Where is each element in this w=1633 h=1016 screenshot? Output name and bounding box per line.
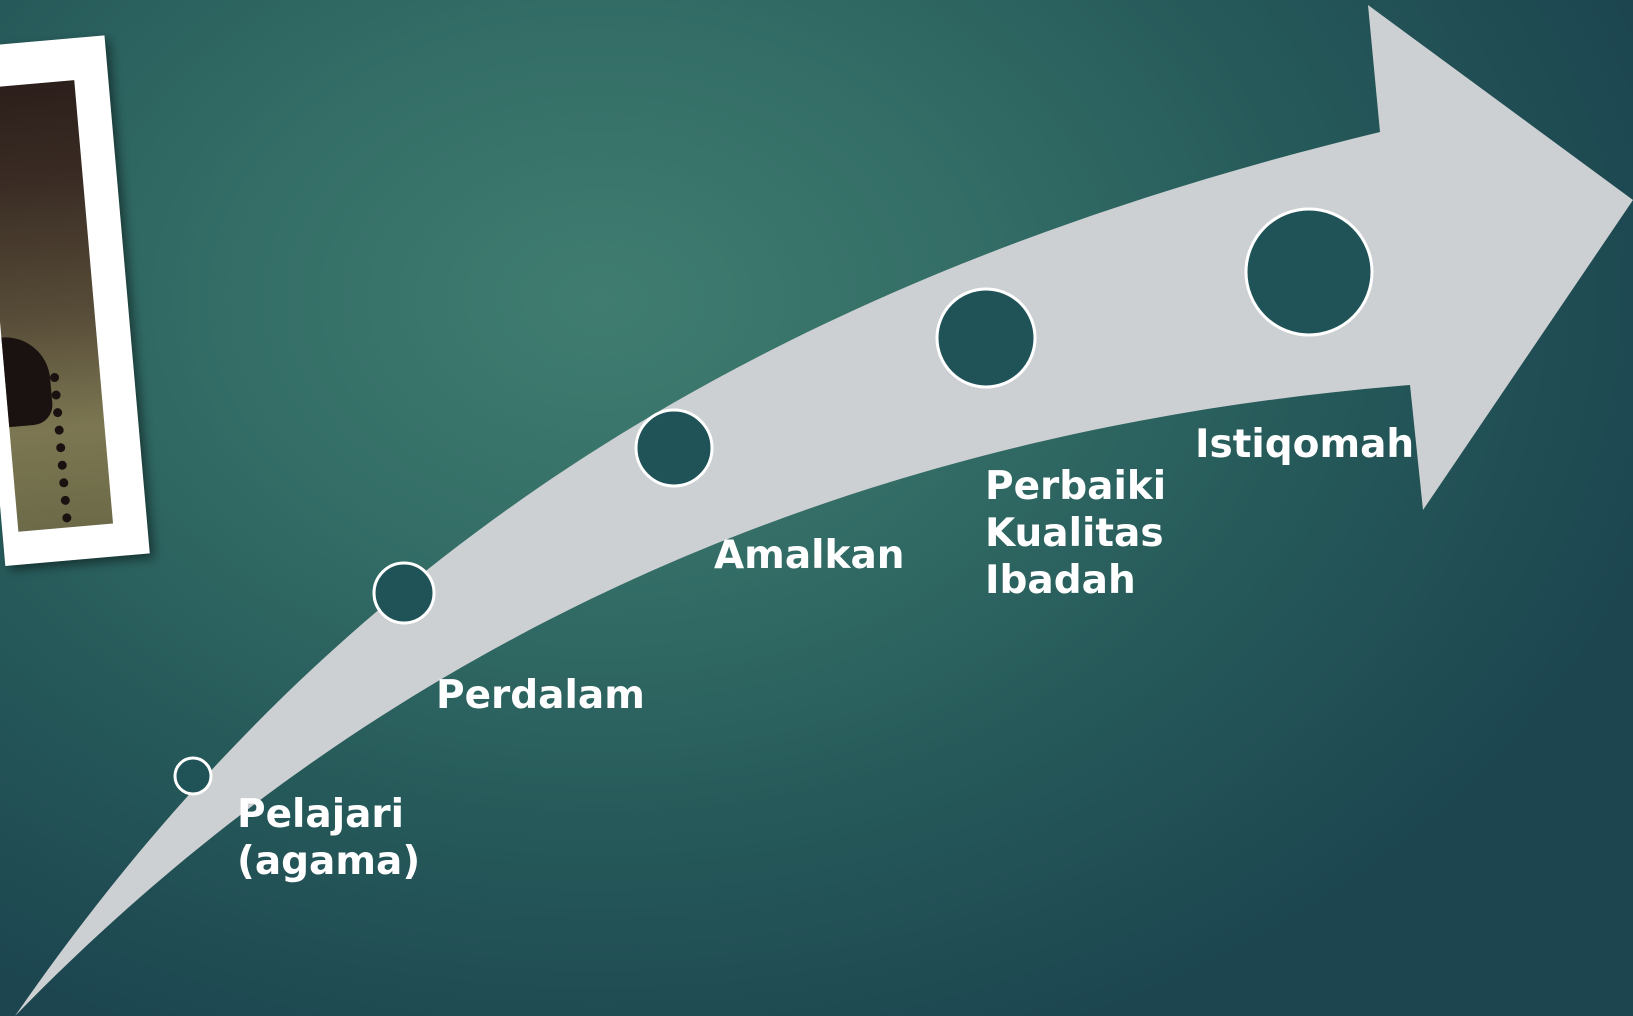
step-label-istiqomah: Istiqomah (1195, 421, 1414, 468)
step-label-pelajari: Pelajari (agama) (237, 791, 420, 885)
step-marker-1 (175, 758, 211, 794)
step-label-perbaiki: Perbaiki Kualitas Ibadah (985, 463, 1166, 604)
step-marker-4 (937, 289, 1035, 387)
step-label-perdalam: Perdalam (436, 672, 645, 719)
step-label-amalkan: Amalkan (714, 532, 905, 579)
step-marker-3 (636, 410, 712, 486)
step-marker-2 (374, 563, 434, 623)
step-marker-5 (1246, 209, 1372, 335)
